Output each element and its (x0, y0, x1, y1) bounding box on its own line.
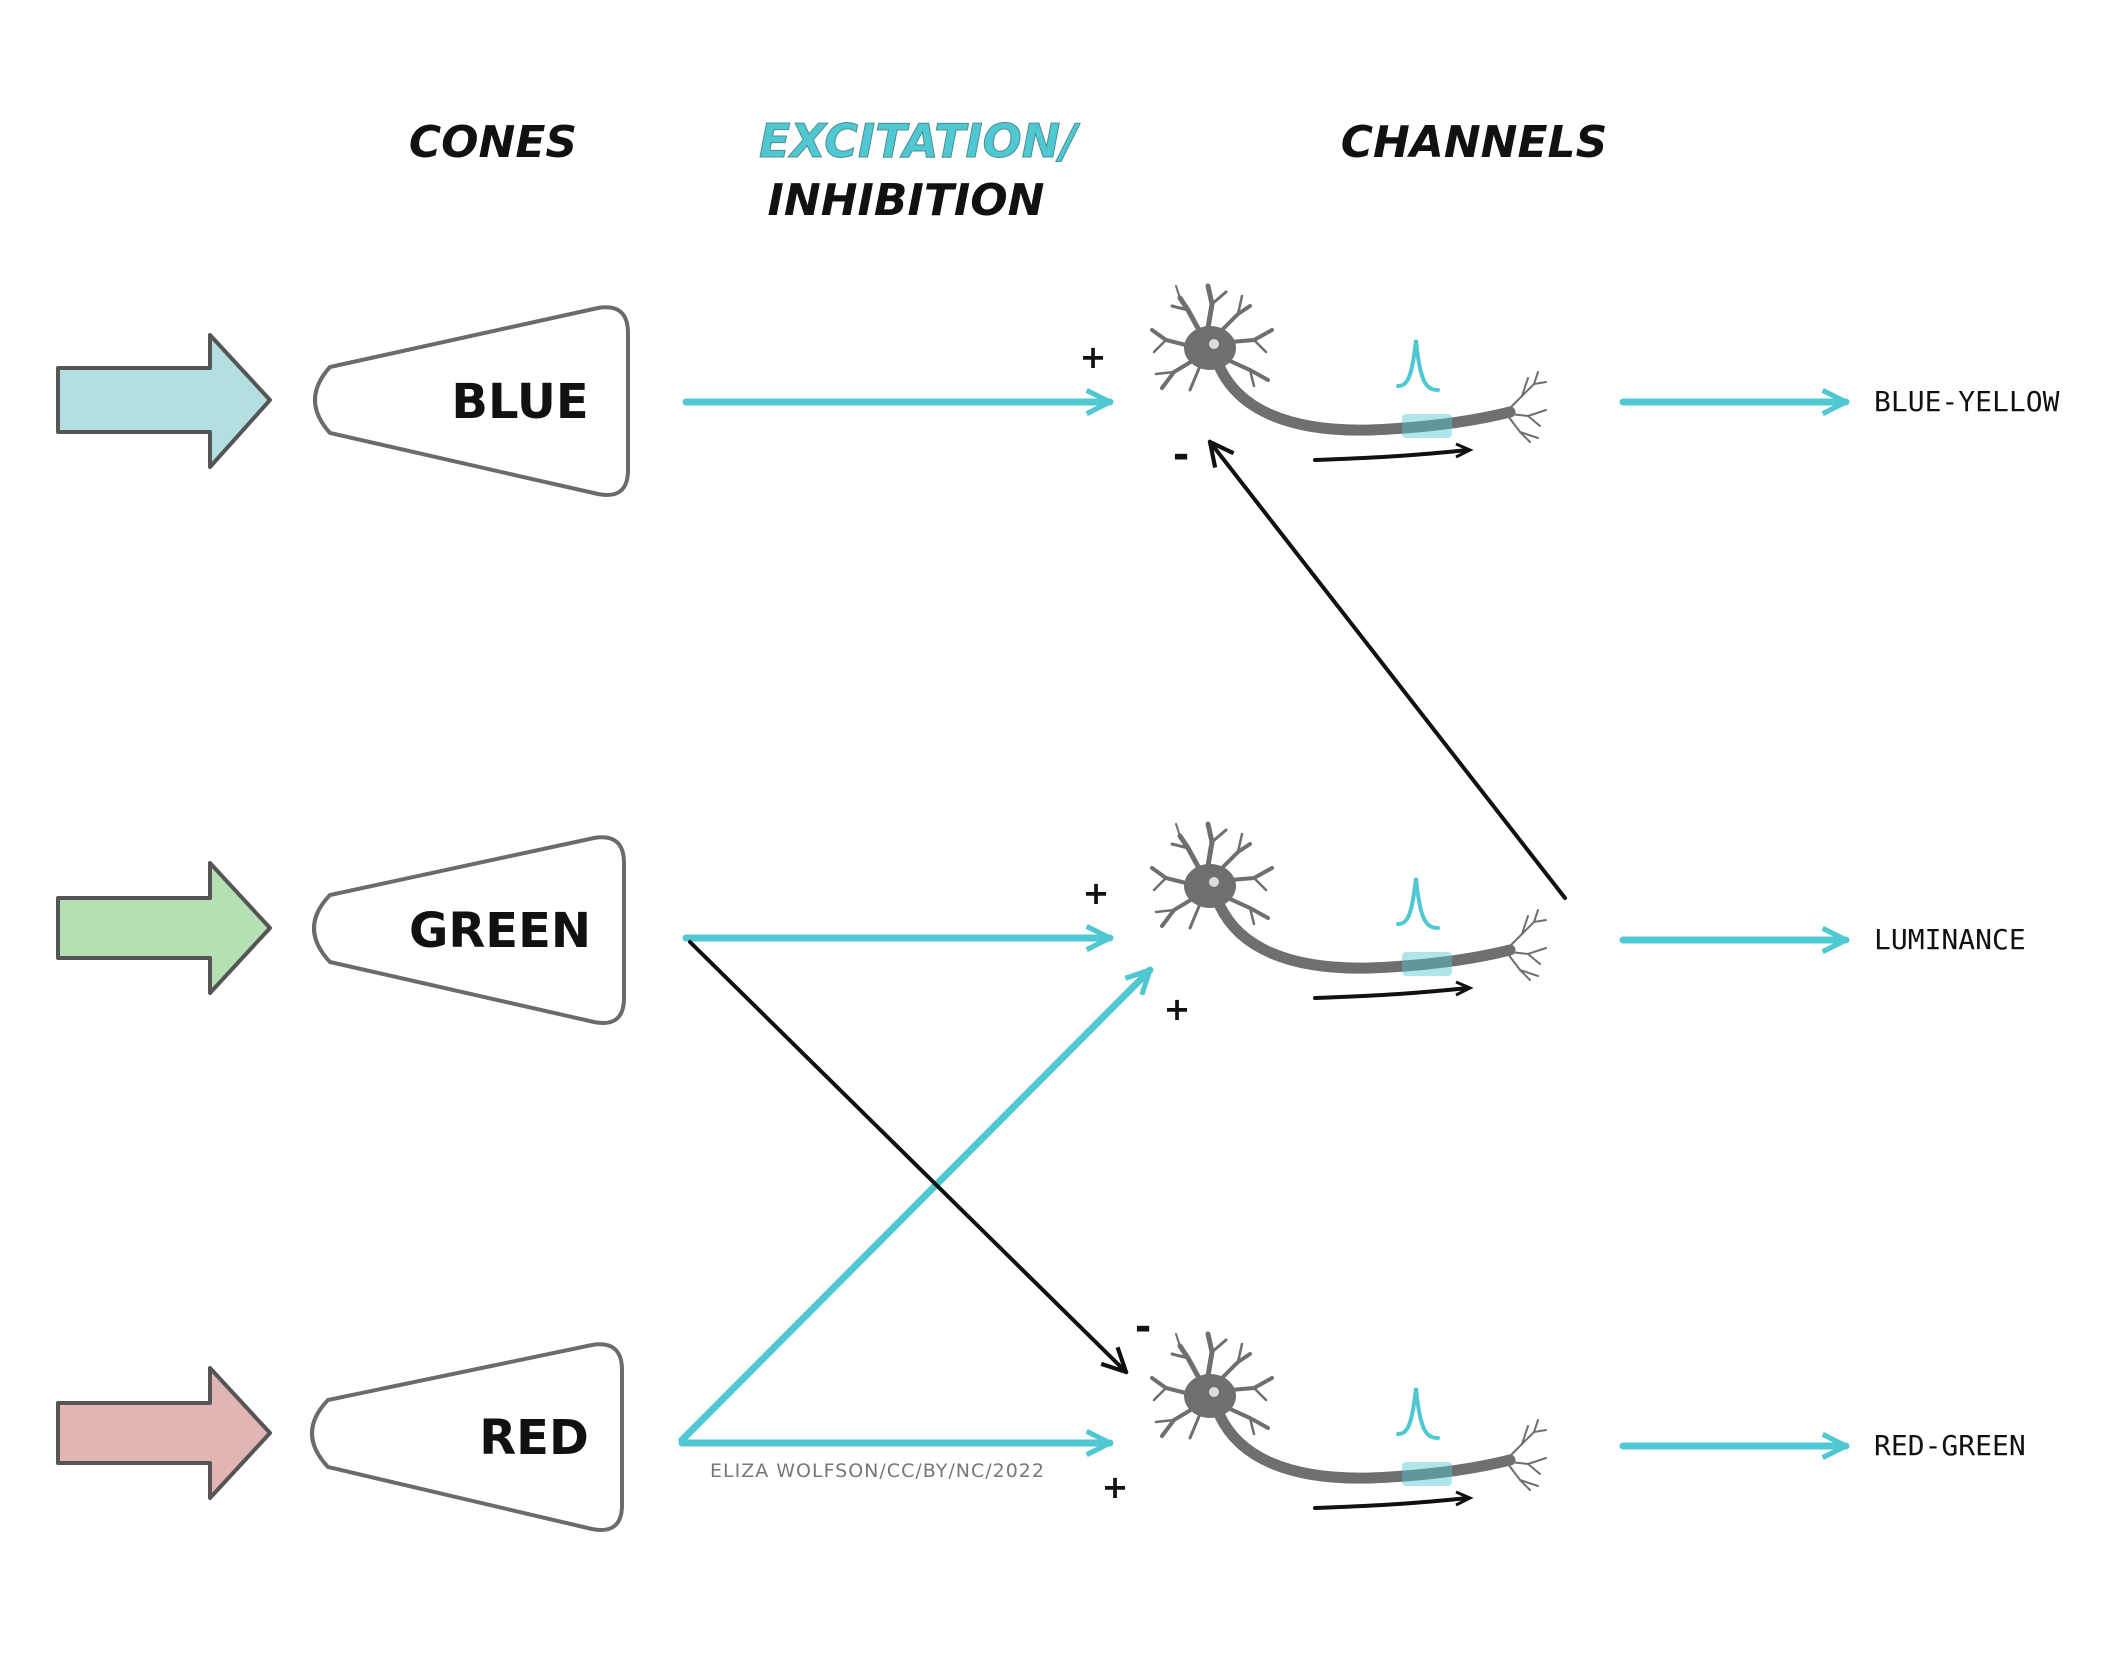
blue-cone-label: BLUE (451, 374, 588, 430)
green-to-rg-inhibition (688, 940, 1126, 1372)
luminance-plus-sign-green: + (1083, 874, 1110, 912)
excitation-header: EXCITATION/ (759, 114, 1080, 168)
luminance-neuron (1152, 824, 1546, 998)
luminance-plus-sign-red: + (1164, 990, 1191, 1028)
author-credit: ELIZA WOLFSON/CC/BY/NC/2022 (710, 1460, 1045, 1482)
red-to-lum-excitation (678, 970, 1150, 1444)
red-cone-label: RED (479, 1410, 589, 1466)
blue-yellow-channel-label: BLUE-YELLOW (1874, 385, 2060, 418)
cones-header: CONES (409, 117, 577, 168)
channels-header: CHANNELS (1341, 117, 1608, 168)
blue-yellow-neuron (1152, 286, 1546, 460)
red-green-neuron (1152, 1334, 1546, 1508)
luminance-channel-label: LUMINANCE (1874, 923, 2026, 956)
blue-yellow-minus-sign: - (1173, 432, 1190, 478)
inhibition-header: INHIBITION (768, 175, 1045, 226)
red-green-channel-label: RED-GREEN (1874, 1429, 2026, 1462)
red-light-arrow (56, 1366, 272, 1500)
green-cone-label: GREEN (409, 903, 591, 959)
blue-light-arrow (56, 333, 272, 469)
green-light-arrow (56, 861, 272, 995)
red-green-minus-sign: - (1135, 1304, 1152, 1350)
green-cone (312, 835, 626, 1025)
red-green-plus-sign: + (1102, 1468, 1129, 1506)
blue-cone (313, 305, 630, 497)
lum-to-by-inhibition (1210, 442, 1567, 900)
blue-yellow-plus-sign: + (1080, 338, 1107, 376)
red-cone (310, 1342, 624, 1532)
